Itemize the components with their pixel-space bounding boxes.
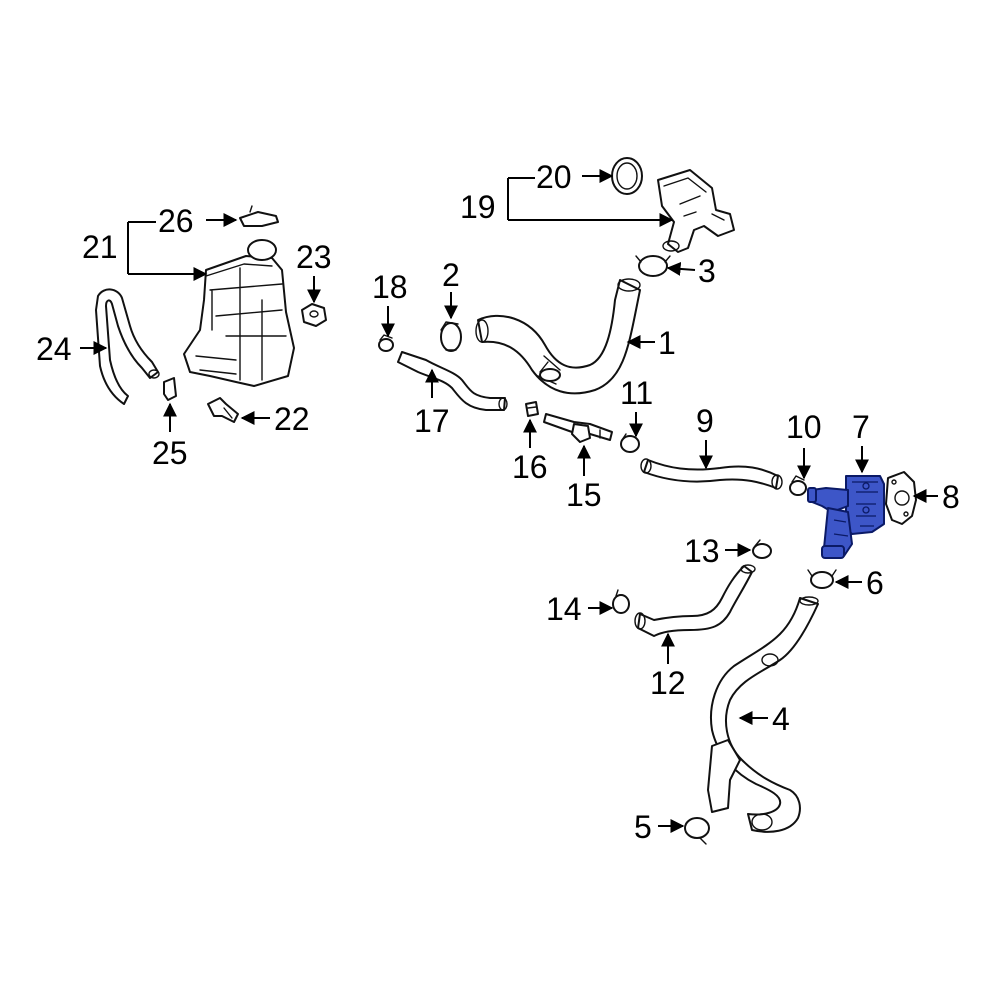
part-20-o-ring[interactable]	[611, 157, 643, 195]
part-10-clamp[interactable]	[789, 475, 807, 496]
callout-9: 9	[696, 403, 714, 439]
callout-23: 23	[296, 239, 332, 275]
callout-5: 5	[634, 809, 652, 845]
callout-15: 15	[566, 477, 602, 513]
part-4-lower-hose[interactable]	[707, 596, 819, 833]
part-2-clamp[interactable]	[440, 321, 462, 352]
part-13-clamp[interactable]	[752, 539, 772, 559]
callout-24: 24	[36, 331, 72, 367]
part-26-clip[interactable]	[239, 205, 279, 227]
callout-6: 6	[866, 565, 884, 601]
callout-16: 16	[512, 449, 548, 485]
callout-25: 25	[152, 435, 188, 471]
part-5-clamp[interactable]	[684, 817, 710, 845]
part-1-radiator-hose[interactable]	[475, 278, 641, 395]
part-15-bypass-pipe[interactable]	[543, 413, 613, 443]
part-8-gasket[interactable]	[885, 471, 917, 525]
callout-11: 11	[620, 375, 653, 411]
callout-7: 7	[852, 409, 870, 445]
callout-1: 1	[658, 325, 676, 361]
callout-8: 8	[942, 479, 960, 515]
callout-17: 17	[414, 403, 450, 439]
callout-3: 3	[698, 253, 716, 289]
callout-13: 13	[684, 533, 720, 569]
part-24-hose[interactable]	[95, 288, 160, 405]
part-12-hose[interactable]	[634, 564, 756, 637]
callout-labels: 1 2 3 4 5 6 7 8 9 10 11 12 13 14 15 16 1…	[36, 159, 960, 845]
callout-19: 19	[460, 189, 496, 225]
callout-20: 20	[536, 159, 572, 195]
callout-21: 21	[82, 229, 118, 265]
part-22-bolt[interactable]	[207, 397, 239, 423]
leader-lines	[80, 169, 938, 833]
part-18-clip[interactable]	[378, 334, 394, 352]
part-14-clamp[interactable]	[612, 589, 630, 614]
part-17-hose[interactable]	[397, 351, 508, 411]
callout-2: 2	[442, 257, 460, 293]
part-25-bracket[interactable]	[163, 377, 177, 401]
callout-22: 22	[274, 401, 310, 437]
callout-14: 14	[546, 591, 582, 627]
part-9-hose[interactable]	[640, 458, 783, 490]
part-6-clamp[interactable]	[807, 569, 837, 589]
callout-12: 12	[650, 665, 686, 701]
part-7-water-pump[interactable]	[807, 475, 885, 559]
part-11-clamp[interactable]	[620, 433, 640, 453]
part-3-clamp[interactable]	[635, 255, 671, 277]
callout-4: 4	[772, 701, 790, 737]
part-23-nut[interactable]	[301, 303, 327, 327]
part-16-clip[interactable]	[525, 401, 539, 417]
callout-26: 26	[158, 203, 194, 239]
part-21-reservoir[interactable]	[183, 239, 295, 387]
part-19-water-outlet[interactable]	[657, 169, 735, 253]
callout-18: 18	[372, 269, 408, 305]
callout-10: 10	[786, 409, 822, 445]
